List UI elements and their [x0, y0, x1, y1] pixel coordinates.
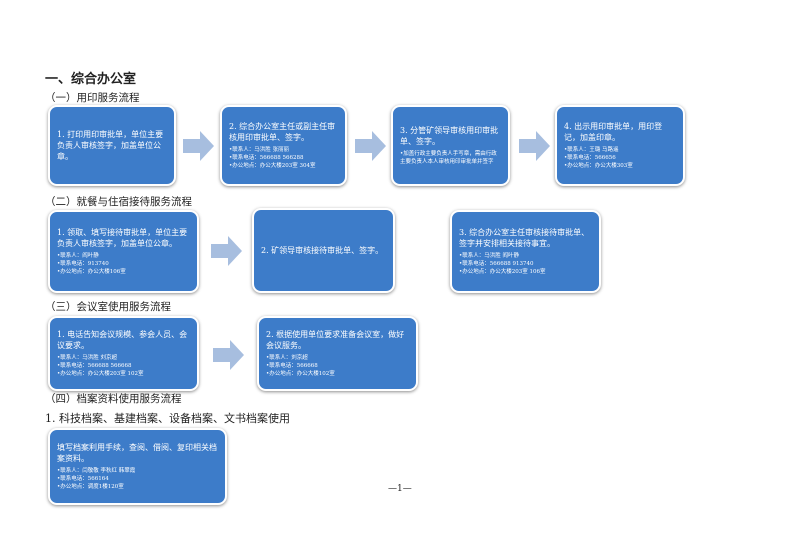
step-detail-line: •办公地点：办公大楼106室 [57, 269, 126, 275]
step-text: 1. 打印用印审批单，单位主要负责人审核签字，加盖单位公章。 [57, 130, 164, 161]
step-detail-line: •联系电话：566656 [564, 155, 616, 161]
step-detail-line: •联系人：马洪胜 张丽丽 [229, 147, 289, 153]
flow-step-box: 填写档案利用手续，查阅、借阅、复印相关档案资料。 •联系人：闫敬敬 李秋红 韩翠霞… [48, 428, 227, 505]
step-text: 3. 分管矿领导审核用印审批单、签字。 [400, 126, 499, 146]
step-text: 1. 领取、填写接待审批单，单位主要负责人审核签字，加盖单位公章。 [57, 228, 188, 248]
step-detail-line: •办公地点：办公大楼203室 106室 [459, 269, 546, 275]
step-detail-line: •办公地点：办公大楼102室 [266, 371, 335, 377]
step-details: •联系人：马洪胜 阎叶静 •联系电话：566688 913740 •办公地点：办公大… [459, 252, 592, 276]
step-detail-line: •联系电话：566668 [266, 363, 318, 369]
step-detail-line: •办公地点：办公大楼203室 102室 [57, 371, 144, 377]
step-text: 3. 综合办公室主任审核接待审批单、签字并安排相关接待事宜。 [459, 228, 590, 248]
flow-step-box: 2. 根据使用单位要求准备会议室，做好会议服务。 •联系人：刘京超 •联系电话：56… [257, 316, 418, 391]
step-details: •联系人：马洪胜 张丽丽 •联系电话：566688 566288 •办公地点：办公大… [229, 146, 338, 170]
step-text: 2. 根据使用单位要求准备会议室，做好会议服务。 [266, 330, 405, 350]
flow-step-box: 1. 电话告知会议规模、参会人员、会议要求。 •联系人：马洪胜 刘京超 •联系电话：… [48, 316, 199, 391]
step-details: •联系人：阎叶静 •联系电话：913740 •办公地点：办公大楼106室 [57, 252, 190, 276]
flow-step-box: 1. 打印用印审批单，单位主要负责人审核签字，加盖单位公章。 [48, 105, 176, 186]
step-detail-line: •联系电话：913740 [57, 261, 109, 267]
step-details: •联系人：刘京超 •联系电话：566668 •办公地点：办公大楼102室 [266, 354, 409, 378]
step-detail-line: •办公地点：调度1楼120室 [57, 484, 124, 490]
step-detail-line: •加盖行政主要负责人手写章，需由行政主要负责人本人审核用印审批单并签字 [400, 151, 497, 165]
step-detail-line: •办公地点：办公大楼203室 304室 [229, 163, 316, 169]
step-detail-line: •联系人：王璐 马路遥 [564, 147, 619, 153]
step-text: 1. 电话告知会议规模、参会人员、会议要求。 [57, 330, 188, 350]
step-detail-line: •联系人：刘京超 [266, 355, 308, 361]
step-text: 2. 矿领导审核接待审批单、签字。 [261, 246, 384, 255]
step-detail-line: •联系人：阎叶静 [57, 253, 99, 259]
step-details: •加盖行政主要负责人手写章，需由行政主要负责人本人审核用印审批单并签字 [400, 150, 501, 166]
step-detail-line: •联系人：马洪胜 阎叶静 [459, 253, 519, 259]
section-heading: （一）用印服务流程 [45, 92, 140, 104]
section-heading: （三）会议室使用服务流程 [45, 301, 171, 313]
step-details: •联系人：王璐 马路遥 •联系电话：566656 •办公地点：办公大楼303室 [564, 146, 676, 170]
step-text: 2. 综合办公室主任或副主任审核用印审批单、签字。 [229, 122, 336, 142]
step-detail-line: •联系电话：566688 913740 [459, 261, 534, 267]
section-subheading: 1. 科技档案、基建档案、设备档案、文书档案使用 [45, 412, 290, 425]
flow-step-box: 4. 出示用印审批单，用印登记，加盖印章。 •联系人：王璐 马路遥 •联系电话：56… [555, 105, 685, 186]
step-text: 4. 出示用印审批单，用印登记，加盖印章。 [564, 122, 663, 142]
section-heading: （二）就餐与住宿接待服务流程 [45, 196, 192, 208]
page-title: 一、综合办公室 [45, 72, 137, 87]
step-text: 填写档案利用手续，查阅、借阅、复印相关档案资料。 [57, 443, 217, 463]
step-detail-line: •办公地点：办公大楼303室 [564, 163, 633, 169]
section-heading: （四）档案资料使用服务流程 [45, 393, 182, 405]
flow-step-box: 1. 领取、填写接待审批单，单位主要负责人审核签字，加盖单位公章。 •联系人：阎叶… [48, 210, 199, 293]
page-number: —1— [388, 484, 412, 494]
flow-step-box: 2. 综合办公室主任或副主任审核用印审批单、签字。•联系人：马洪胜 张丽丽•联系… [220, 105, 347, 186]
step-detail-line: •联系电话：566164 [57, 476, 109, 482]
flow-step-box: 3. 综合办公室主任审核接待审批单、签字并安排相关接待事宜。 •联系人：马洪胜 阎… [450, 210, 601, 293]
step-details: •联系人：闫敬敬 李秋红 韩翠霞 •联系电话：566164 •办公地点：调度1楼12… [57, 467, 218, 491]
step-detail-line: •联系电话：566688 566288 [229, 155, 304, 161]
step-detail-line: •联系电话：566688 566668 [57, 363, 132, 369]
flow-step-box: 3. 分管矿领导审核用印审批单、签字。 •加盖行政主要负责人手写章，需由行政主要负… [391, 105, 510, 186]
step-details: •联系人：马洪胜 刘京超 •联系电话：566688 566668 •办公地点：办公大… [57, 354, 190, 378]
step-detail-line: •联系人：闫敬敬 李秋红 韩翠霞 [57, 468, 136, 474]
flow-step-box: 2. 矿领导审核接待审批单、签字。 [252, 208, 395, 293]
step-detail-line: •联系人：马洪胜 刘京超 [57, 355, 117, 361]
